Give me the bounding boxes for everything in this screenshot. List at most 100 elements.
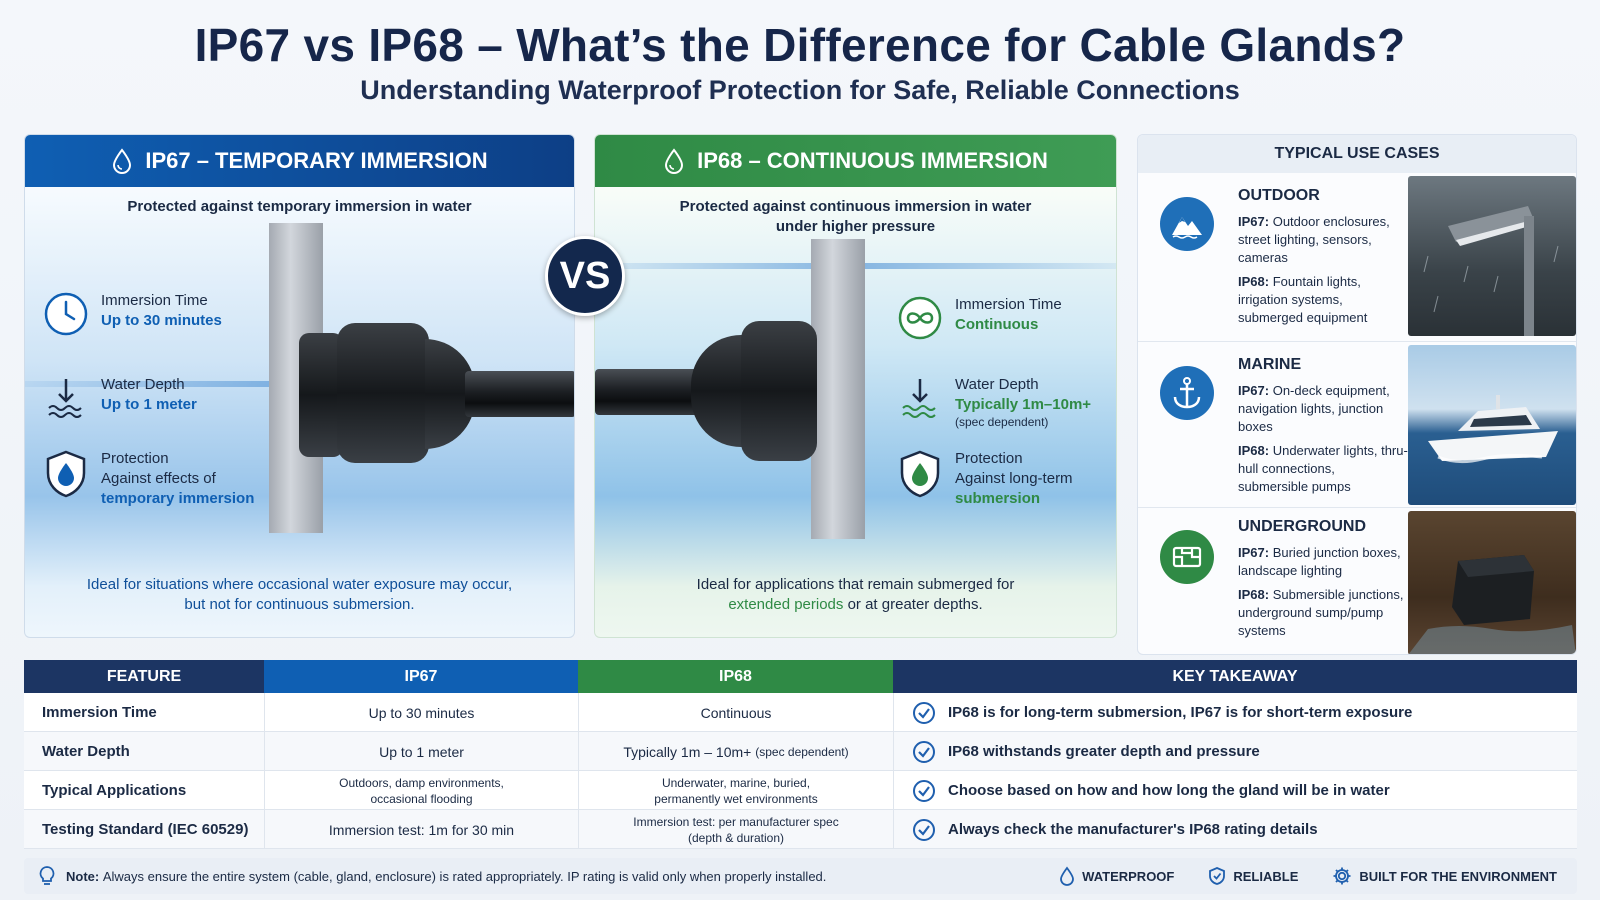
ip68-description: Protected against continuous immersion i… (595, 197, 1116, 237)
ip68-depth-value: Typically 1m–10m+ (955, 396, 1092, 413)
ip68-immersion-value: Continuous (955, 316, 1039, 333)
ip67-footer: Ideal for situations where occasional wa… (25, 575, 574, 615)
ip68-tag: IP68: (1238, 443, 1270, 458)
ip68-depth-feature: Water Depth Typically 1m–10m+ (spec depe… (897, 375, 1091, 429)
takeaway-text: Choose based on how and how long the gla… (948, 781, 1390, 799)
ip67-immersion-feature: Immersion Time Up to 30 minutes (43, 291, 222, 337)
table-row: Immersion Time Up to 30 minutes Continuo… (24, 693, 1577, 732)
use-case-title: MARINE (1238, 356, 1302, 373)
note-label: Note: (66, 868, 100, 884)
use-case-ip67-text: Buried junction boxes, landscape lightin… (1238, 545, 1401, 578)
cable (595, 369, 705, 415)
buried-box-image (1408, 511, 1576, 654)
boat-image (1408, 345, 1576, 505)
row-feature: Water Depth (42, 742, 130, 760)
water-drop-icon (1060, 866, 1075, 886)
row-ip68: Underwater, marine, buried, permanently … (578, 771, 893, 810)
pipes-icon (1160, 530, 1214, 584)
ip67-protection-label: Protection (101, 450, 169, 467)
use-case-ip67: IP67: Outdoor enclosures, street lightin… (1238, 213, 1408, 267)
table-row: Testing Standard (IEC 60529) Immersion t… (24, 810, 1577, 849)
ip68-immersion-label: Immersion Time (955, 296, 1062, 313)
use-case-ip68-text: Fountain lights, irrigation systems, sub… (1238, 274, 1368, 325)
gear-icon (1333, 867, 1351, 885)
ip68-panel: IP68 – CONTINUOUS IMMERSION Protected ag… (594, 134, 1117, 638)
cable (465, 371, 574, 417)
takeaway-text: IP68 is for long-term submersion, IP67 i… (948, 703, 1413, 721)
ip67-immersion-value: Up to 30 minutes (101, 312, 222, 329)
table-header-ip68: IP68 (578, 660, 893, 693)
ip68-depth-note: (spec dependent) (955, 415, 1049, 429)
footer-note-bar: Note: Always ensure the entire system (c… (24, 858, 1577, 894)
check-circle-icon (913, 740, 935, 763)
badge-label: RELIABLE (1233, 868, 1299, 884)
row-ip68: Typically 1m – 10m+ (spec dependent) (578, 732, 893, 771)
use-case-ip68-text: Submersible junctions, underground sump/… (1238, 587, 1404, 638)
shield-drop-icon (46, 450, 86, 498)
ip68-footer-rest: or at greater depths. (847, 596, 983, 613)
ip67-tag: IP67: (1238, 214, 1270, 229)
use-case-title: UNDERGROUND (1238, 518, 1366, 535)
table-header-key-takeaway: KEY TAKEAWAY (893, 660, 1577, 693)
water-drop-icon (665, 148, 684, 174)
use-case-ip67-text: On-deck equipment, navigation lights, ju… (1238, 383, 1390, 434)
row-feature: Immersion Time (42, 703, 157, 721)
ip68-footer: Ideal for applications that remain subme… (595, 575, 1116, 615)
ip68-protection-label: Protection (955, 450, 1023, 467)
row-ip67: Up to 30 minutes (264, 693, 578, 732)
ip68-protection-value: submersion (955, 490, 1041, 507)
use-case-ip68: IP68: Submersible junctions, underground… (1238, 586, 1408, 640)
row-takeaway: IP68 withstands greater depth and pressu… (893, 732, 1577, 771)
ip67-tag: IP67: (1238, 383, 1270, 398)
ip68-footer-line1: Ideal for applications that remain subme… (696, 576, 1015, 593)
ip67-tag: IP67: (1238, 545, 1270, 560)
takeaway-text: IP68 withstands greater depth and pressu… (948, 742, 1260, 760)
table-row: Typical Applications Outdoors, damp envi… (24, 771, 1577, 810)
enclosure-wall (811, 239, 865, 539)
ip68-depth-label: Water Depth (955, 376, 1039, 393)
row-feature: Typical Applications (42, 781, 187, 799)
use-case-marine: MARINE IP67: On-deck equipment, navigati… (1138, 341, 1576, 507)
shield-drop-icon (900, 450, 940, 498)
ip68-protection-feature: Protection Against long-term submersion (897, 449, 1073, 509)
ip68-header: IP68 – CONTINUOUS IMMERSION (595, 135, 1116, 187)
row-ip68: Continuous (578, 693, 893, 732)
row-ip67: Outdoors, damp environments, occasional … (264, 771, 578, 810)
ip67-panel: IP67 – TEMPORARY IMMERSION Protected aga… (24, 134, 575, 638)
gland-dome-cap (691, 335, 745, 447)
footer-badges: WATERPROOF RELIABLE BUILT FOR THE ENVIRO… (1059, 866, 1557, 886)
ip67-description: Protected against temporary immersion in… (127, 198, 472, 215)
row-takeaway: Choose based on how and how long the gla… (893, 771, 1577, 810)
takeaway-text: Always check the manufacturer's IP68 rat… (948, 820, 1318, 838)
mountain-icon (1160, 197, 1214, 251)
ip68-footer-line2: extended periods or at greater depths. (595, 595, 1116, 615)
use-case-ip68-text: Underwater lights, thru-hull connections… (1238, 443, 1408, 494)
water-drop-icon (113, 148, 132, 174)
page-title: IP67 vs IP68 – What’s the Difference for… (194, 19, 1406, 71)
ip68-tag: IP68: (1238, 587, 1270, 602)
gland-body (337, 323, 429, 463)
page-subtitle: Understanding Waterproof Protection for … (360, 75, 1240, 105)
row-ip68-note: (spec dependent) (755, 744, 849, 759)
ip67-immersion-label: Immersion Time (101, 292, 208, 309)
ip68-heading: IP68 – CONTINUOUS IMMERSION (697, 148, 1048, 173)
ip68-description-line1: Protected against continuous immersion i… (679, 198, 1032, 215)
row-ip68: Immersion test: per manufacturer spec (d… (578, 810, 893, 849)
row-ip67: Immersion test: 1m for 30 min (264, 810, 578, 849)
lightbulb-icon (39, 866, 55, 885)
use-case-ip68: IP68: Underwater lights, thru-hull conne… (1238, 442, 1408, 496)
water-depth-icon (902, 379, 936, 418)
ip67-depth-value: Up to 1 meter (101, 396, 197, 413)
row-takeaway: IP68 is for long-term submersion, IP67 i… (893, 693, 1577, 732)
table-header-feature: FEATURE (24, 660, 264, 693)
check-circle-icon (913, 779, 935, 802)
reliable-badge: RELIABLE (1208, 866, 1298, 886)
ip68-tag: IP68: (1238, 274, 1270, 289)
environment-badge: BUILT FOR THE ENVIRONMENT (1332, 866, 1557, 886)
waterproof-badge: WATERPROOF (1059, 866, 1174, 886)
anchor-icon (1160, 366, 1214, 420)
ip67-protection-feature: Protection Against effects of temporary … (43, 449, 254, 509)
row-feature: Testing Standard (IEC 60529) (42, 820, 249, 838)
street-light-image (1408, 176, 1576, 336)
use-case-underground: UNDERGROUND IP67: Buried junction boxes,… (1138, 507, 1576, 654)
